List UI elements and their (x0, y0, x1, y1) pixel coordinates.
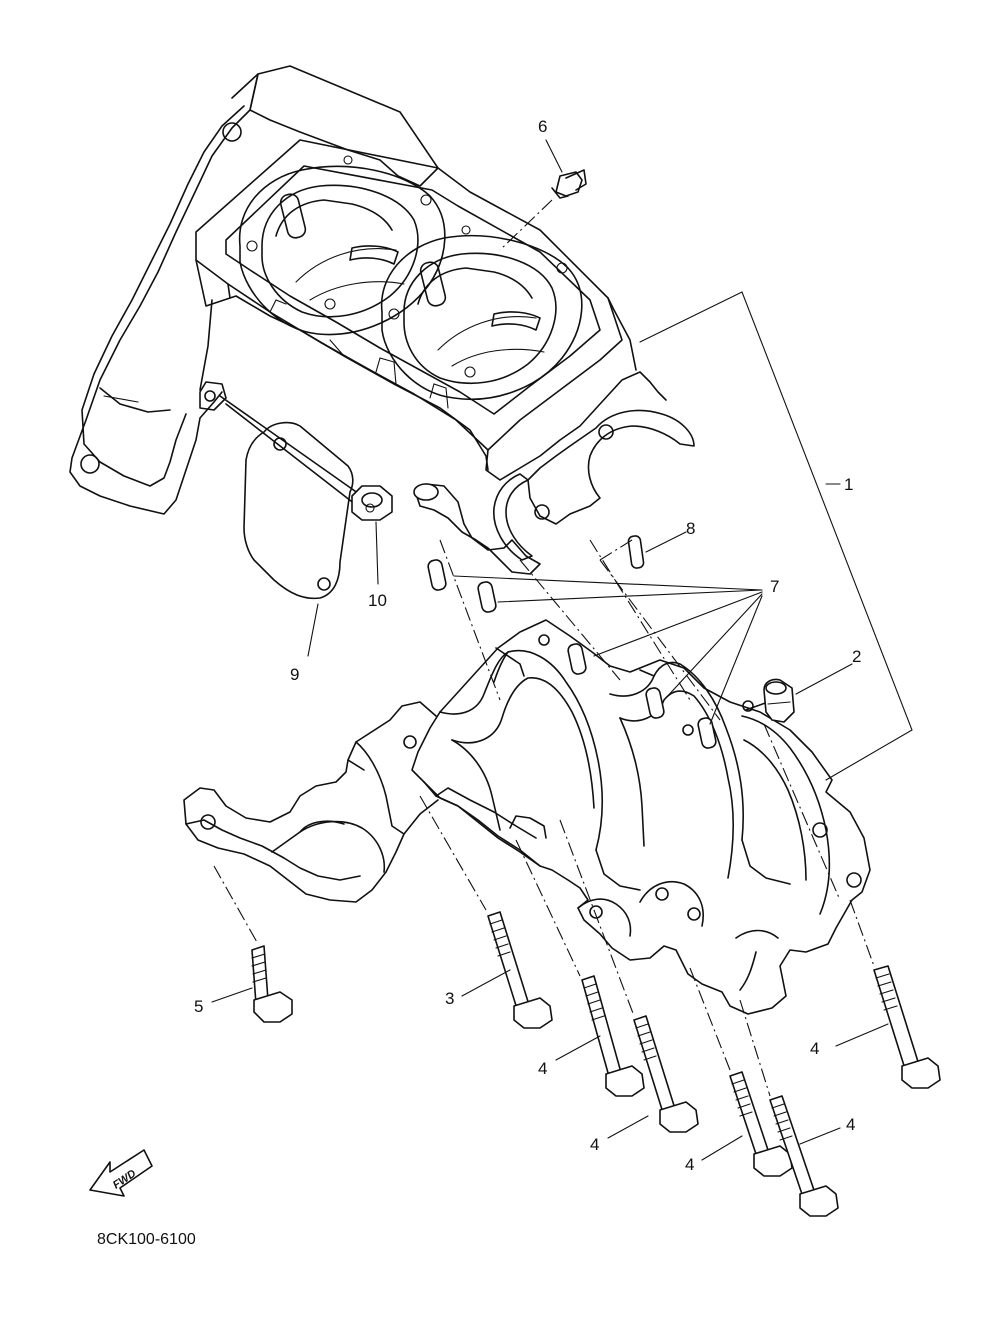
lower-crankcase (183, 619, 871, 1015)
callout-4-c: 4 (685, 1155, 694, 1174)
callout-4-d: 4 (846, 1115, 855, 1134)
bolt-4-c (729, 1071, 793, 1177)
plug-2 (763, 678, 795, 723)
fwd-label: FWD (111, 1168, 139, 1192)
callout-8: 8 (686, 519, 695, 538)
callout-10: 10 (368, 591, 387, 610)
bolt-4-e (873, 965, 941, 1089)
callout-7: 7 (770, 577, 779, 596)
callout-1: 1 (844, 475, 853, 494)
bolt-3 (487, 911, 553, 1029)
callout-labels: 1 2 3 4 4 4 4 4 5 6 7 8 9 10 (194, 117, 861, 1174)
callout-6: 6 (538, 117, 547, 136)
pin-8 (627, 535, 645, 569)
callout-4-b: 4 (590, 1135, 599, 1154)
part-code: 8CK100-6100 (97, 1231, 196, 1248)
upper-crankcase (69, 65, 695, 575)
fwd-arrow-icon: FWD (89, 1149, 153, 1197)
bolt-5 (251, 945, 293, 1023)
callout-bracket-1 (639, 291, 913, 781)
callout-2: 2 (852, 647, 861, 666)
leader-lines (211, 521, 889, 1161)
fitting-6 (499, 139, 587, 251)
nut-10 (351, 485, 393, 521)
callout-4-e: 4 (810, 1039, 819, 1058)
dowel-pins-7 (427, 559, 717, 749)
callout-9: 9 (290, 665, 299, 684)
callout-5: 5 (194, 997, 203, 1016)
bolt-4-a (581, 975, 645, 1097)
bolt-4-b (633, 1015, 699, 1133)
cover-plate-9 (243, 421, 354, 600)
callout-4-a: 4 (538, 1059, 547, 1078)
bolt-4-d (769, 1095, 839, 1217)
callout-3: 3 (445, 989, 454, 1008)
